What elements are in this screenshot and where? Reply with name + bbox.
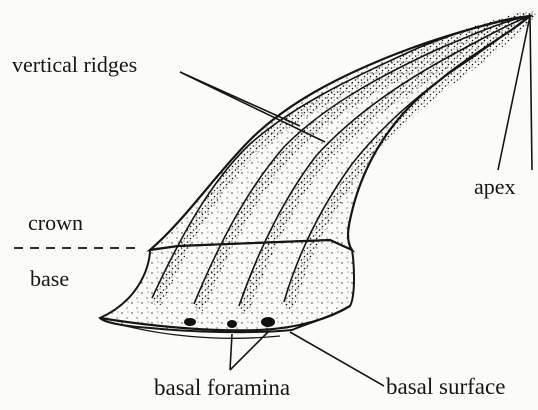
label-apex: apex [474, 176, 516, 198]
basal-foramen-1 [184, 318, 196, 326]
label-crown: crown [28, 212, 83, 234]
label-base: base [30, 268, 69, 290]
label-basal-surface: basal surface [386, 375, 505, 398]
label-vertical-ridges: vertical ridges [12, 54, 137, 76]
basal-foramen-3 [261, 317, 275, 327]
basal-foramen-2 [227, 320, 237, 328]
label-basal-foramina: basal foramina [154, 376, 290, 399]
